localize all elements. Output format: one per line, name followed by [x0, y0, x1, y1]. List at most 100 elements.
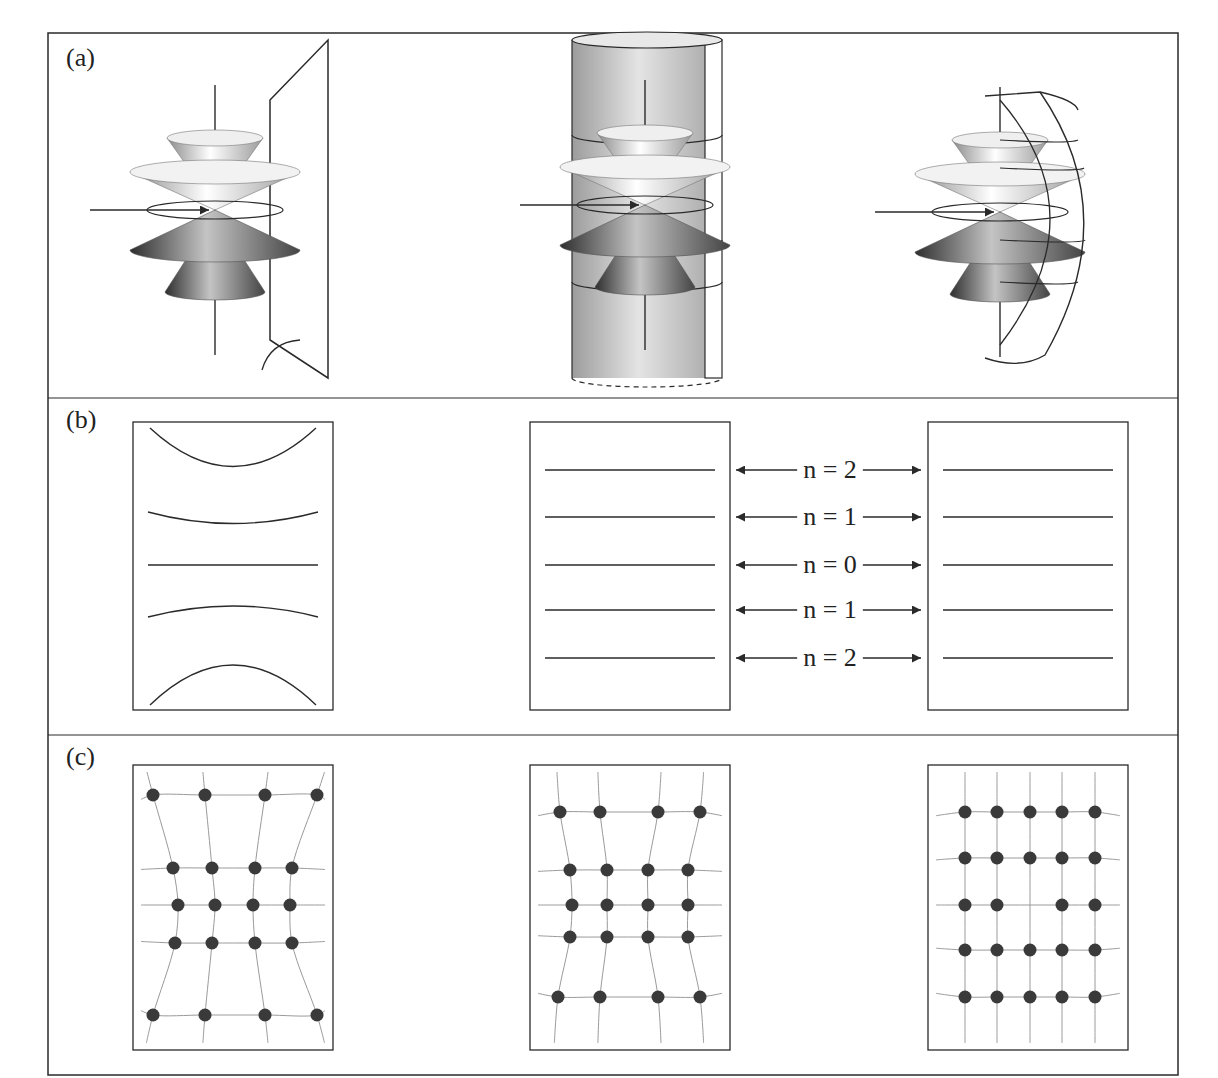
leader-arrow: [736, 657, 797, 658]
diffraction-cones: [520, 80, 730, 350]
order-label: n = 2: [803, 644, 857, 673]
film-frame: [530, 422, 730, 710]
leader-arrow: [863, 609, 921, 610]
diffraction-spot: [991, 852, 1004, 865]
diffraction-spot: [566, 899, 579, 912]
sphere-edge: [985, 92, 1084, 363]
diffraction-spot: [991, 991, 1004, 1004]
cylinder-top: [572, 32, 722, 48]
diffraction-spot: [601, 931, 614, 944]
diffraction-spot: [1089, 806, 1102, 819]
diffraction-spot: [564, 864, 577, 877]
leader-arrow: [863, 516, 921, 517]
leader-arrow: [863, 564, 921, 565]
diffraction-spot: [1056, 806, 1069, 819]
diffraction-spot: [259, 789, 272, 802]
diffraction-spot: [1024, 806, 1037, 819]
cone: [560, 205, 730, 257]
order-label: n = 1: [803, 596, 857, 625]
film-frame: [928, 422, 1128, 710]
diffraction-spot: [286, 937, 299, 950]
layer-line: [545, 657, 715, 658]
sphere-rim: [985, 92, 1078, 110]
film-frame: [133, 422, 333, 710]
leader-arrow: [863, 657, 921, 658]
diffraction-spot: [652, 991, 665, 1004]
diffraction-spot: [1056, 944, 1069, 957]
leader-arrow: [863, 469, 921, 470]
diffraction-spot: [249, 937, 262, 950]
cone-rim: [597, 125, 693, 141]
diffraction-spot: [311, 789, 324, 802]
diffraction-spot: [642, 864, 655, 877]
incident-beam: [875, 211, 994, 212]
diffraction-spot: [147, 1009, 160, 1022]
diffraction-spot: [594, 991, 607, 1004]
diffraction-spot: [991, 944, 1004, 957]
diffraction-spot: [1056, 991, 1069, 1004]
diffraction-spot: [1089, 991, 1102, 1004]
diffraction-spot: [552, 991, 565, 1004]
diffraction-spot: [991, 899, 1004, 912]
diffraction-spot: [959, 991, 972, 1004]
leader-arrow: [736, 609, 797, 610]
diffraction-spot: [1089, 899, 1102, 912]
diffraction-spot: [1056, 852, 1069, 865]
layer-line: [545, 469, 715, 470]
diffraction-spot: [594, 806, 607, 819]
cone-rim: [915, 162, 1085, 186]
cone: [130, 210, 300, 262]
diffraction-spot: [172, 899, 185, 912]
layer-line: [148, 564, 318, 565]
leader-arrow: [736, 516, 797, 517]
cone-rim: [167, 130, 263, 146]
sphere-edge: [1000, 100, 1050, 345]
diffraction-spot: [286, 862, 299, 875]
cone-rim: [560, 155, 730, 179]
diffraction-spot: [247, 899, 260, 912]
layer-line: [943, 657, 1113, 658]
diffraction-spot: [311, 1009, 324, 1022]
diffraction-spot: [959, 806, 972, 819]
diffraction-spot: [1024, 944, 1037, 957]
diffraction-cones: [90, 85, 300, 355]
diffraction-spot: [959, 944, 972, 957]
diffraction-spot: [199, 1009, 212, 1022]
film-frame: [133, 765, 333, 1050]
diffraction-spot: [959, 852, 972, 865]
layer-line: [545, 609, 715, 610]
diffraction-spot: [199, 789, 212, 802]
diffraction-spot: [284, 899, 297, 912]
incident-beam: [520, 204, 639, 205]
panel-divider: [48, 397, 1178, 398]
diffraction-spot: [249, 862, 262, 875]
order-label: n = 2: [803, 456, 857, 485]
diffraction-spot: [682, 864, 695, 877]
diffraction-spot: [1089, 944, 1102, 957]
hyperbola-trace: [262, 340, 300, 370]
detector-plane: [270, 40, 328, 378]
sphere-trace: [1000, 240, 1085, 242]
diffraction-spot: [694, 991, 707, 1004]
diffraction-spot: [601, 864, 614, 877]
diffraction-spot: [959, 899, 972, 912]
order-label: n = 1: [803, 503, 857, 532]
film-frame: [530, 765, 730, 1050]
layer-line: [943, 564, 1113, 565]
layer-line: [943, 609, 1113, 610]
diffraction-spot: [209, 899, 222, 912]
diffraction-spot: [682, 899, 695, 912]
panel-label: (b): [66, 406, 96, 435]
diffraction-spot: [206, 937, 219, 950]
diffraction-cones: [875, 87, 1085, 357]
layer-line: [150, 428, 316, 467]
leader-arrow: [736, 564, 797, 565]
layer-curve: [141, 1011, 325, 1016]
diffraction-spot: [642, 899, 655, 912]
order-label: n = 0: [803, 551, 857, 580]
film-frame: [928, 765, 1128, 1050]
diffraction-spot: [652, 806, 665, 819]
diffraction-spot: [1024, 852, 1037, 865]
diffraction-spot: [206, 862, 219, 875]
